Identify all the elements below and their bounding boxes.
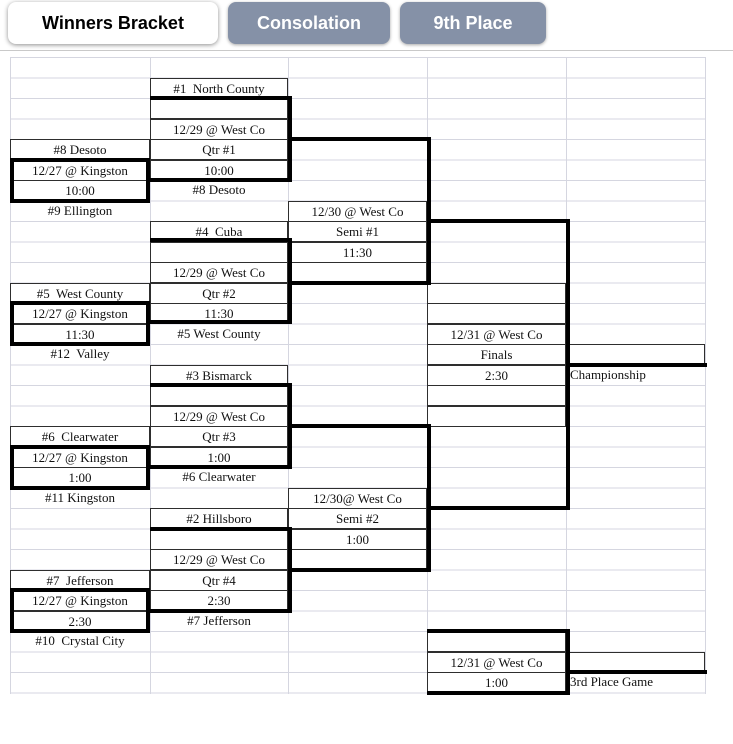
- empty-cell: [150, 98, 288, 119]
- empty-cell: [427, 282, 566, 304]
- qtr4-top-line: [150, 526, 292, 531]
- qtr4-advancer: #7 Jefferson: [187, 612, 251, 628]
- semi2-out-line: [427, 506, 570, 510]
- team-7-jefferson: #7 Jefferson: [10, 569, 150, 591]
- team-6-clearwater: #6 Clearwater: [10, 426, 150, 447]
- empty-cell: [427, 405, 566, 427]
- empty-cell: [427, 303, 566, 324]
- empty-cell: [150, 241, 288, 263]
- qtr2-bottom-line: [150, 319, 292, 324]
- empty-cell: [150, 385, 288, 406]
- team-11-kingston: #11 Kingston: [45, 489, 115, 505]
- qtr1-date: 12/29 @ West Co: [150, 118, 288, 140]
- playin4-date: 12/27 @ Kingston: [10, 590, 150, 611]
- third-place-top-line: [427, 629, 570, 633]
- tab-9th-place[interactable]: 9th Place: [400, 2, 546, 44]
- gridline: [10, 57, 11, 694]
- qtr1-advancer: #8 Desoto: [192, 182, 246, 197]
- gridline: [705, 57, 706, 694]
- playin2-box: [10, 301, 150, 346]
- playin1-box: [10, 157, 150, 203]
- playin1-date: 12/27 @ Kingston: [10, 159, 150, 181]
- qtr1-label: Qtr #1: [150, 139, 288, 160]
- semi2-time: 1:00: [288, 528, 427, 550]
- qtr4-bottom-line: [150, 608, 292, 613]
- qtr3-date: 12/29 @ West Co: [150, 405, 288, 427]
- finals-date: 12/31 @ West Co: [427, 323, 566, 345]
- semi2-label: Semi #2: [288, 508, 427, 529]
- qtr2-label: Qtr #2: [150, 282, 288, 304]
- semi1-in-bottom-line: [288, 280, 431, 285]
- finals-label: Finals: [427, 344, 566, 365]
- tab-bar: Winners Bracket Consolation 9th Place: [0, 0, 733, 50]
- semi1-in-top-line: [288, 137, 431, 141]
- team-1-north-county: #1 North County: [150, 77, 288, 99]
- qtr2-advancer: #5 West County: [177, 325, 261, 341]
- empty-cell: [150, 528, 288, 550]
- third-place-bottom-line: [427, 690, 570, 695]
- qtr2-top-line: [150, 237, 292, 242]
- qtr3-advancer: #6 Clearwater: [182, 469, 256, 484]
- qtr3-top-line: [150, 383, 292, 387]
- qtr2-time: 11:30: [150, 303, 288, 324]
- qtr1-bottom-line: [150, 178, 292, 182]
- semi1-label: Semi #1: [288, 221, 427, 242]
- qtr4-date: 12/29 @ West Co: [150, 549, 288, 570]
- championship-line: [566, 362, 707, 367]
- semi1-date: 12/30 @ West Co: [288, 200, 427, 222]
- championship-label: Championship: [570, 366, 646, 382]
- qtr2-date: 12/29 @ West Co: [150, 262, 288, 283]
- playin3-box: [10, 444, 150, 490]
- third-place-label: 3rd Place Game: [570, 674, 654, 689]
- third-place-right-line: [566, 629, 570, 695]
- qtr4-time: 2:30: [150, 590, 288, 611]
- third-place-time: 1:00: [427, 672, 566, 693]
- tab-consolation[interactable]: Consolation: [228, 2, 390, 44]
- team-4-cuba: #4 Cuba: [150, 221, 288, 242]
- semi1-vertical-line: [427, 137, 431, 285]
- empty-cell: [427, 631, 566, 652]
- team-9-ellington: #9 Ellington: [47, 202, 113, 218]
- semi1-out-line: [427, 219, 570, 223]
- qtr4-label: Qtr #4: [150, 569, 288, 591]
- gridline: [288, 57, 289, 694]
- team-2-hillsboro: #2 Hillsboro: [150, 508, 288, 529]
- empty-cell: [427, 385, 566, 406]
- semi2-in-top-line: [288, 424, 431, 428]
- third-place-winner-line: [566, 670, 707, 674]
- semi2-date: 12/30@ West Co: [288, 487, 427, 509]
- qtr3-bottom-line: [150, 465, 292, 469]
- qtr1-top-line: [150, 96, 292, 100]
- tab-winners-bracket[interactable]: Winners Bracket: [8, 2, 218, 44]
- third-place-date: 12/31 @ West Co: [427, 651, 566, 673]
- semi1-time: 11:30: [288, 241, 427, 263]
- playin4-box: [10, 588, 150, 633]
- semi2-vertical-line: [427, 424, 431, 572]
- semi2-in-bottom-line: [288, 567, 431, 572]
- qtr3-label: Qtr #3: [150, 426, 288, 447]
- playin2-time: 11:30: [10, 323, 150, 345]
- team-10-crystal-city: #10 Crystal City: [35, 633, 125, 648]
- team-12-valley: #12 Valley: [50, 346, 110, 361]
- tab-bar-divider: [0, 50, 733, 51]
- finals-time: 2:30: [427, 364, 566, 386]
